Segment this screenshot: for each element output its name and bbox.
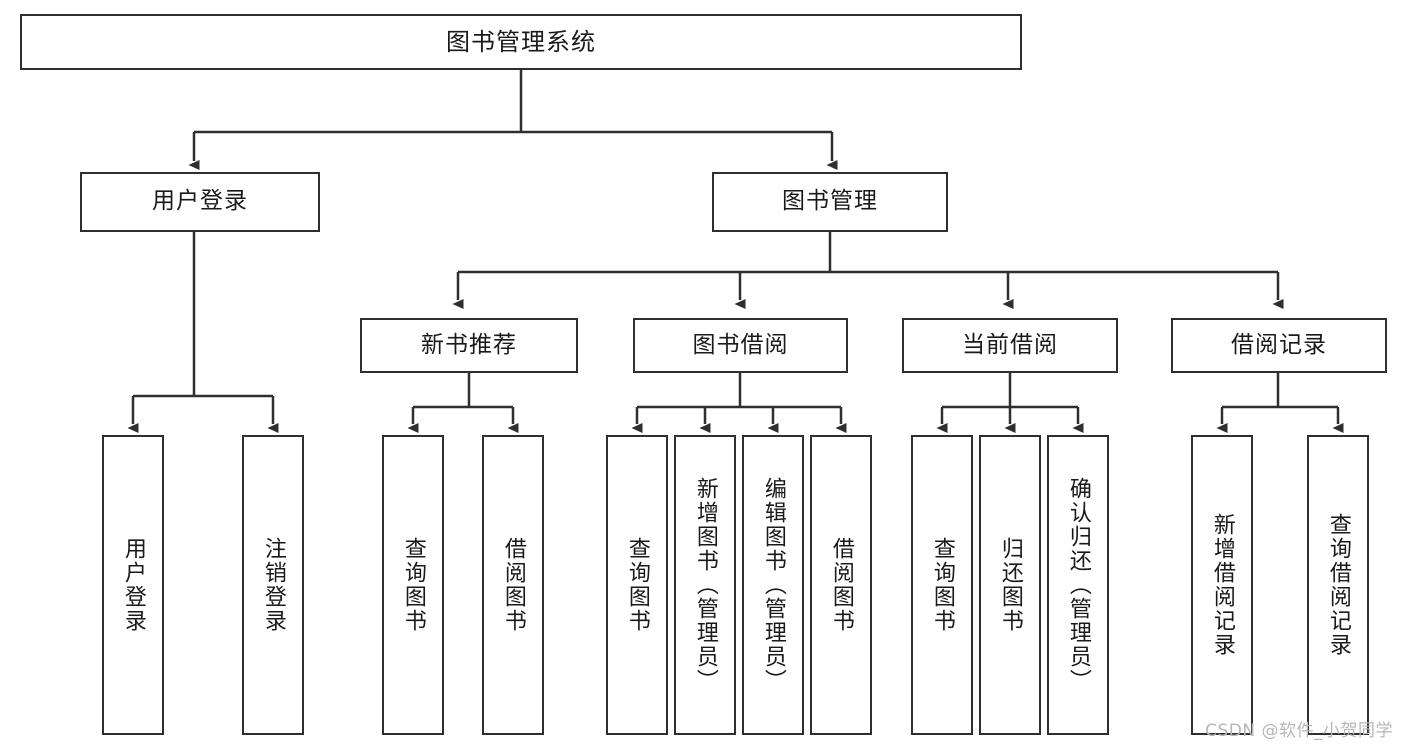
leaf-record-add[interactable]: 新增借阅记录 [1191,435,1253,735]
node-borrow-records[interactable]: 借阅记录 [1171,318,1387,373]
node-user-login[interactable]: 用户登录 [80,172,320,232]
csdn-watermark: CSDN @软件_小贺同学 [1205,721,1393,741]
node-current-borrow[interactable]: 当前借阅 [902,318,1118,373]
leaf-user-logout[interactable]: 注销登录 [242,435,304,735]
node-label: 图书借阅 [692,331,789,358]
node-label: 确认归还（管理员） [1065,477,1091,693]
leaf-borrow-add-book[interactable]: 新增图书（管理员） [674,435,736,735]
leaf-current-query-book[interactable]: 查询图书 [911,435,973,735]
node-book-management[interactable]: 图书管理 [712,172,948,232]
leaf-current-return-book[interactable]: 归还图书 [979,435,1041,735]
node-label: 查询图书 [624,537,650,633]
leaf-new-book-borrow[interactable]: 借阅图书 [482,435,544,735]
leaf-borrow-query-book[interactable]: 查询图书 [606,435,668,735]
leaf-record-query[interactable]: 查询借阅记录 [1307,435,1369,735]
node-label: 查询图书 [400,537,426,633]
node-label: 借阅图书 [828,537,854,633]
node-label: 查询借阅记录 [1325,513,1351,657]
node-root-system[interactable]: 图书管理系统 [20,14,1022,70]
node-label: 新增图书（管理员） [692,477,718,693]
leaf-user-login[interactable]: 用户登录 [102,435,164,735]
node-label: 新增借阅记录 [1209,513,1235,657]
leaf-borrow-edit-book[interactable]: 编辑图书（管理员） [742,435,804,735]
node-label: 用户登录 [120,537,146,633]
node-label: 借阅记录 [1231,331,1327,358]
node-label: 用户登录 [152,188,248,215]
leaf-current-confirm-return[interactable]: 确认归还（管理员） [1047,435,1109,735]
node-new-book-recommend[interactable]: 新书推荐 [360,318,578,373]
node-label: 编辑图书（管理员） [760,477,786,693]
leaf-new-book-query[interactable]: 查询图书 [382,435,444,735]
node-label: 图书管理 [782,188,878,215]
node-label: 图书管理系统 [446,27,596,56]
node-label: 新书推荐 [421,331,517,358]
leaf-borrow-borrow-book[interactable]: 借阅图书 [810,435,872,735]
node-label: 注销登录 [260,537,286,633]
node-label: 查询图书 [929,537,955,633]
node-label: 借阅图书 [500,537,526,633]
node-label: 当前借阅 [962,331,1058,358]
node-label: 归还图书 [997,537,1023,633]
node-book-borrow[interactable]: 图书借阅 [633,318,848,373]
